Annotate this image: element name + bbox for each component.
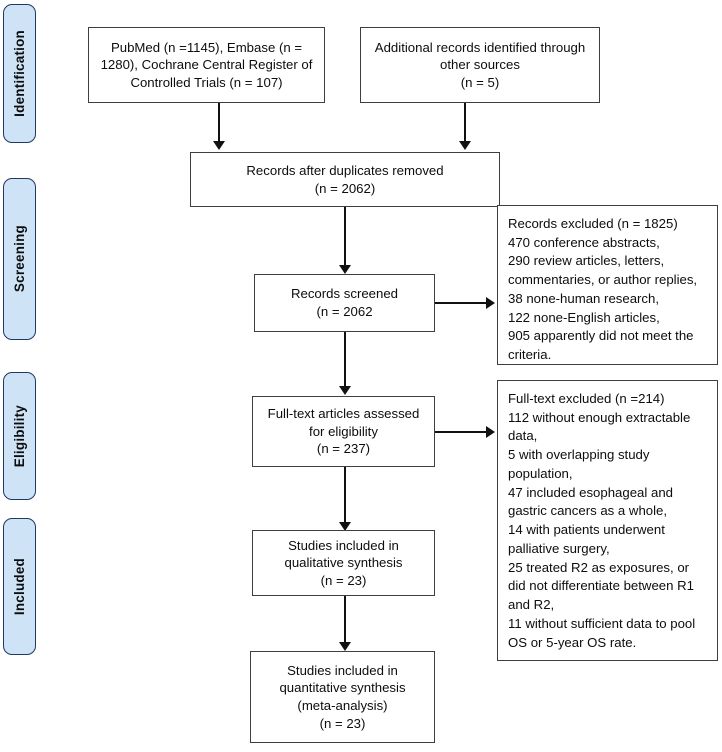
arrowhead-fulltext-to-qualitative: [339, 522, 351, 531]
box-fulltext-excluded-text: Full-text excluded (n =214) 112 without …: [508, 391, 696, 650]
arrowhead-fulltext-to-excluded: [486, 426, 495, 438]
box-qualitative-synthesis: Studies included in qualitative synthesi…: [252, 530, 435, 596]
box-records-after-duplicates-removed-text: Records after duplicates removed (n = 20…: [246, 162, 444, 196]
arrowhead-databases-to-duplicates: [213, 141, 225, 150]
connector-fulltext-to-qualitative: [344, 467, 346, 524]
stage-tab-identification: Identification: [3, 4, 36, 143]
box-records-identified-databases: PubMed (n =1145), Embase (n = 1280), Coc…: [88, 27, 325, 103]
connector-other-sources-to-duplicates: [464, 103, 466, 143]
arrowhead-qualitative-to-quantitative: [339, 642, 351, 651]
connector-screened-to-excluded: [435, 302, 488, 304]
stage-tab-eligibility-label: Eligibility: [11, 404, 27, 468]
connector-qualitative-to-quantitative: [344, 596, 346, 644]
box-fulltext-articles-assessed: Full-text articles assessed for eligibil…: [252, 396, 435, 467]
stage-tab-included-label: Included: [11, 557, 27, 616]
box-records-screened: Records screened (n = 2062: [254, 274, 435, 332]
box-quantitative-synthesis: Studies included in quantitative synthes…: [250, 651, 435, 743]
box-records-identified-other-sources: Additional records identified through ot…: [360, 27, 600, 103]
connector-screened-to-fulltext: [344, 332, 346, 388]
stage-tab-screening: Screening: [3, 178, 36, 340]
arrowhead-screened-to-fulltext: [339, 386, 351, 395]
stage-tab-identification-label: Identification: [11, 30, 27, 117]
box-records-excluded-text: Records excluded (n = 1825) 470 conferen…: [508, 216, 698, 363]
box-qualitative-synthesis-text: Studies included in qualitative synthesi…: [284, 537, 403, 588]
connector-fulltext-to-excluded: [435, 431, 488, 433]
box-records-identified-other-sources-text: Additional records identified through ot…: [374, 39, 586, 90]
box-records-screened-text: Records screened (n = 2062: [290, 286, 399, 319]
stage-tab-included: Included: [3, 518, 36, 655]
box-fulltext-excluded: Full-text excluded (n =214) 112 without …: [497, 380, 718, 661]
stage-tab-screening-label: Screening: [11, 225, 27, 293]
box-records-after-duplicates-removed: Records after duplicates removed (n = 20…: [190, 152, 500, 207]
box-records-excluded: Records excluded (n = 1825) 470 conferen…: [497, 205, 718, 365]
connector-duplicates-to-screened: [344, 207, 346, 267]
arrowhead-screened-to-excluded: [486, 297, 495, 309]
box-quantitative-synthesis-text: Studies included in quantitative synthes…: [279, 662, 406, 731]
arrowhead-other-sources-to-duplicates: [459, 141, 471, 150]
box-fulltext-articles-assessed-text: Full-text articles assessed for eligibil…: [267, 406, 420, 457]
box-records-identified-databases-text: PubMed (n =1145), Embase (n = 1280), Coc…: [100, 39, 313, 90]
connector-databases-to-duplicates: [218, 103, 220, 143]
arrowhead-duplicates-to-screened: [339, 265, 351, 274]
stage-tab-eligibility: Eligibility: [3, 372, 36, 500]
